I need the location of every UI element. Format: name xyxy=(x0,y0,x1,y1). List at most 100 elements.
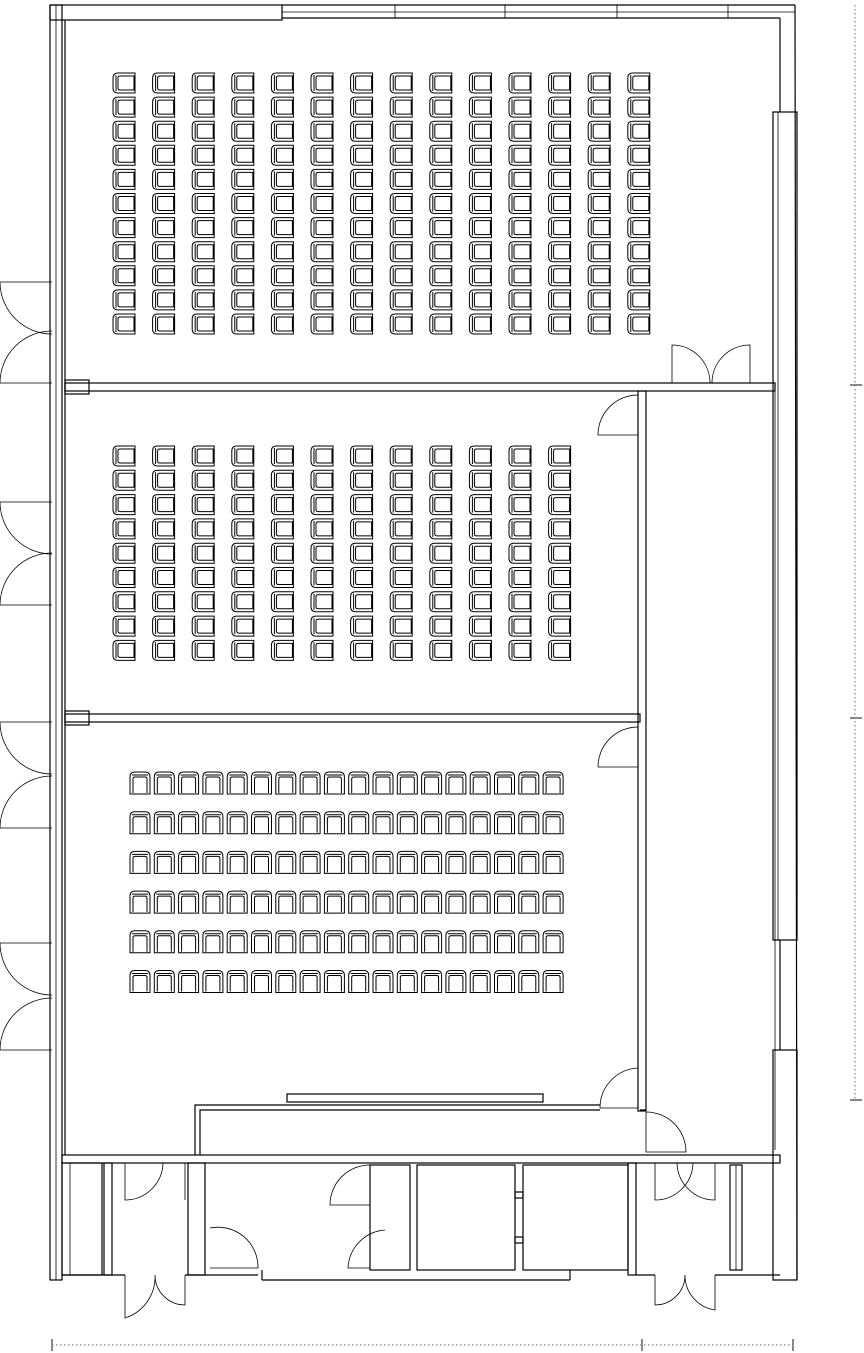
chair xyxy=(231,120,255,142)
chair xyxy=(152,96,176,118)
chair xyxy=(468,445,492,467)
chair xyxy=(310,445,334,467)
chair xyxy=(468,494,492,516)
chair xyxy=(310,241,334,263)
chair xyxy=(191,217,215,239)
chair xyxy=(310,96,334,118)
chair xyxy=(445,930,467,954)
chair xyxy=(429,120,453,142)
chair xyxy=(494,850,515,874)
chair xyxy=(548,591,572,613)
chair xyxy=(494,811,515,835)
chair xyxy=(389,494,413,516)
chair xyxy=(112,72,136,94)
chair xyxy=(350,289,374,311)
chair xyxy=(231,542,255,564)
chair xyxy=(191,494,215,516)
chair xyxy=(627,289,651,311)
chair xyxy=(270,469,294,491)
chair xyxy=(112,469,136,491)
chair xyxy=(468,591,492,613)
chair xyxy=(627,168,651,190)
chair xyxy=(153,890,175,914)
chair xyxy=(508,289,532,311)
chair xyxy=(518,811,540,835)
chair xyxy=(548,445,572,467)
chair xyxy=(251,771,272,795)
chair xyxy=(468,72,492,94)
chair xyxy=(178,970,200,993)
chair xyxy=(112,265,136,287)
chair xyxy=(310,289,334,311)
chair xyxy=(231,567,255,588)
chair xyxy=(389,144,413,166)
chair xyxy=(468,313,492,335)
chair xyxy=(152,313,176,335)
chair xyxy=(152,120,176,142)
chair xyxy=(191,120,215,142)
chair xyxy=(270,144,294,166)
chair xyxy=(323,850,345,874)
chair xyxy=(231,265,255,287)
chair xyxy=(429,469,453,491)
chair xyxy=(372,890,394,914)
chair xyxy=(299,811,321,835)
chair xyxy=(445,771,467,795)
chair xyxy=(152,289,176,311)
chair xyxy=(191,265,215,287)
chair xyxy=(396,850,418,874)
chair xyxy=(468,144,492,166)
chair xyxy=(508,518,532,540)
chair xyxy=(153,850,175,874)
chair xyxy=(542,850,564,874)
chair xyxy=(389,615,413,637)
chair xyxy=(191,469,215,491)
chair xyxy=(518,970,540,993)
chair xyxy=(421,811,443,835)
chair xyxy=(396,811,418,835)
chair xyxy=(429,96,453,118)
chair xyxy=(231,469,255,491)
chair xyxy=(310,217,334,239)
chair xyxy=(270,168,294,190)
chair xyxy=(587,241,611,263)
chair xyxy=(348,771,370,795)
chair xyxy=(112,313,136,335)
chair xyxy=(129,890,151,914)
chair xyxy=(251,930,272,954)
chair xyxy=(112,96,136,118)
chair xyxy=(152,445,176,467)
seating-upper-hall xyxy=(112,72,651,335)
chair xyxy=(231,445,255,467)
chair xyxy=(350,567,374,588)
chair xyxy=(348,970,370,993)
chair xyxy=(350,469,374,491)
chair xyxy=(429,542,453,564)
chair xyxy=(129,970,151,993)
chair xyxy=(396,771,418,795)
chair xyxy=(350,72,374,94)
chair xyxy=(231,241,255,263)
chair xyxy=(518,850,540,874)
chair xyxy=(587,217,611,239)
chair xyxy=(469,850,491,874)
chair xyxy=(299,970,321,993)
chair xyxy=(627,265,651,287)
chair xyxy=(548,494,572,516)
chair xyxy=(178,890,200,914)
chair xyxy=(372,930,394,954)
chair xyxy=(299,850,321,874)
chair xyxy=(152,494,176,516)
chair xyxy=(389,639,413,661)
chair xyxy=(112,639,136,661)
chair xyxy=(508,241,532,263)
chair xyxy=(348,850,370,874)
chair xyxy=(275,930,297,954)
chair xyxy=(548,168,572,190)
chair xyxy=(508,168,532,190)
chair xyxy=(508,313,532,335)
chair xyxy=(389,72,413,94)
chair xyxy=(153,811,175,835)
seating-middle-hall xyxy=(112,445,572,661)
